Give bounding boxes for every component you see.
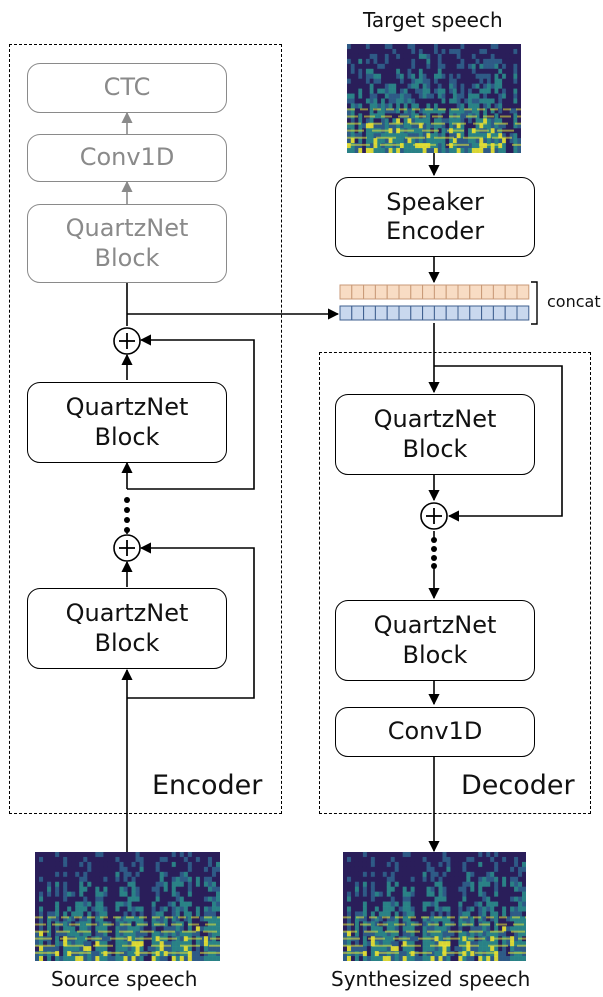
decoder-frame [319,352,591,814]
embedding-cell [339,305,353,321]
embedding-cell [516,284,530,300]
embedding-cell [386,284,400,300]
synthesized-speech-caption: Synthesized speech [331,967,531,991]
source-speech-spectrogram [35,852,220,961]
embedding-cell [492,284,506,300]
embedding-cell [469,284,483,300]
embedding-cell [481,305,494,321]
encoder-quartznet-block-2: QuartzNet Block [27,588,227,669]
encoder-vertical-dots-icon [124,497,130,533]
target-speech-spectrogram [347,44,521,153]
embedding-cell [398,305,412,321]
embedding-cell [469,305,483,321]
encoder-residual-2-arrow [127,542,255,699]
embedding-cell [433,284,447,300]
embedding-cell [386,305,400,321]
embedding-cell [516,305,530,321]
encoder-top-quartznet-block: QuartzNet Block [27,204,227,283]
embedding-cell [445,284,459,300]
embedding-cell [422,305,435,321]
embedding-cell [363,305,376,321]
embedding-cell [492,305,506,321]
synthesized-speech-spectrogram [343,852,526,961]
speaker-embedding-vector [339,284,530,300]
embedding-cell [504,284,518,300]
embedding-cell [363,284,376,300]
concat-brace [531,281,538,325]
embedding-cell [457,305,471,321]
embedding-cell [422,284,435,300]
encoder-add-icon-1 [113,327,141,355]
concat-label: concat [547,292,601,311]
decoder-quartznet-block-2: QuartzNet Block [335,600,535,681]
decoder-label: Decoder [461,770,575,801]
embedding-cell [457,284,471,300]
embedding-cell [339,284,353,300]
embedding-cell [398,284,412,300]
speaker-encoder-box: Speaker Encoder [335,177,535,257]
encoder-conv1d-box: Conv1D [27,134,227,182]
embedding-cell [374,284,388,300]
embedding-cell [351,305,365,321]
embedding-cell [433,305,447,321]
source-speech-caption: Source speech [51,967,198,991]
target-speech-caption: Target speech [363,8,503,32]
encoder-residual-1-arrow [127,334,255,490]
decoder-quartznet-block-1: QuartzNet Block [335,394,535,475]
encoder-ctc-box: CTC [27,63,227,113]
decoder-add-icon [420,502,448,530]
embedding-cell [410,305,424,321]
encoder-frame [9,44,282,814]
embedding-cell [504,305,518,321]
content-embedding-vector [339,305,530,321]
embedding-cell [410,284,424,300]
encoder-add-icon-2 [113,534,141,562]
embedding-cell [445,305,459,321]
encoder-label: Encoder [152,770,263,801]
embedding-cell [351,284,365,300]
embedding-cell [481,284,494,300]
decoder-conv1d-box: Conv1D [335,707,535,757]
decoder-residual-arrow [434,365,563,522]
decoder-vertical-dots-icon [431,537,437,569]
encoder-quartznet-block-1: QuartzNet Block [27,382,227,463]
embedding-cell [374,305,388,321]
